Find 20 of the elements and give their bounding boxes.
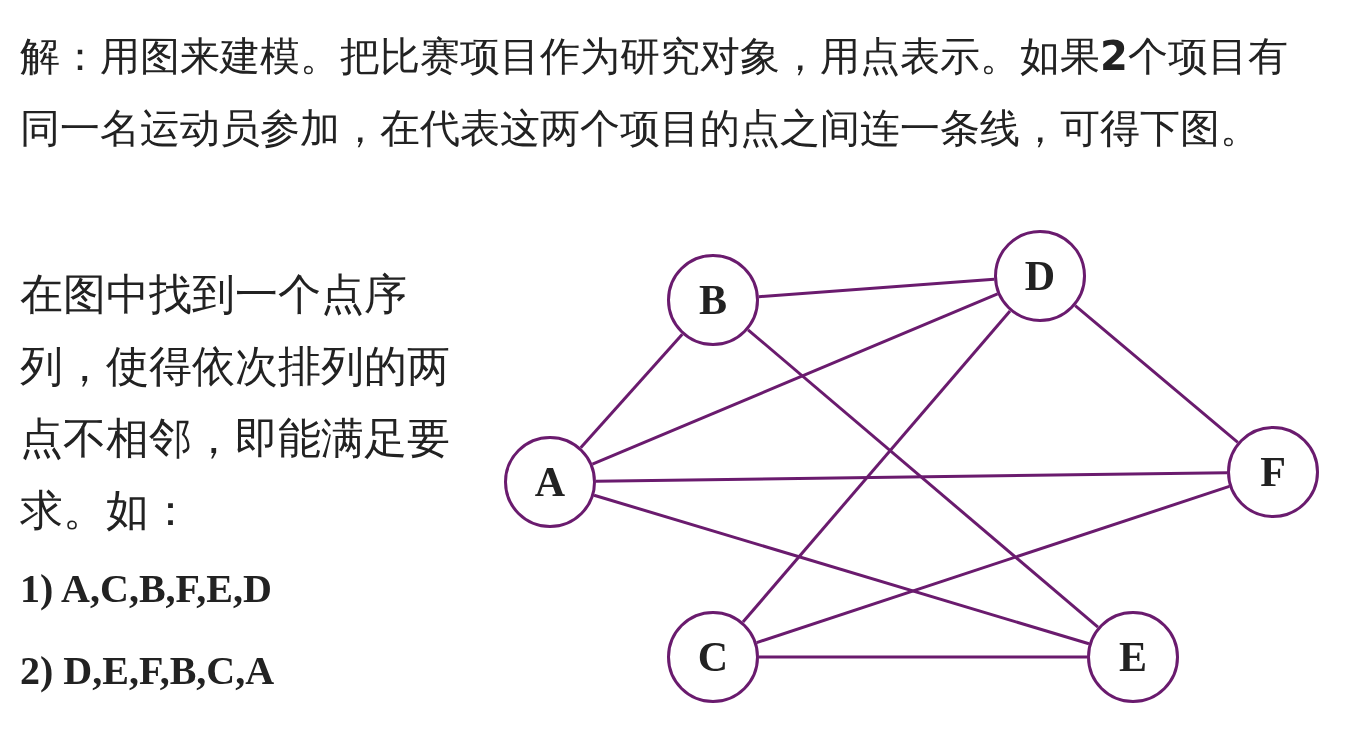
vertex-circle: E (1087, 611, 1179, 703)
intro-paragraph: 解：用图来建模。把比赛项目作为研究对象，用点表示。如果2个项目有同一名运动员参加，在代表这两个项目的点之间连一条线，可得下图。 (20, 32, 1289, 153)
connector-line (747, 328, 1099, 629)
sequence-text: 1) A,C,B,F,E,D (20, 565, 273, 613)
connector-line (579, 333, 684, 449)
connector-line (741, 309, 1012, 624)
vertex-circle: B (667, 254, 759, 346)
explanation-paragraph: 在图中找到一个点序列，使得依次排列的两点不相邻，即能满足要求。如： (20, 268, 451, 537)
connector-line (1074, 304, 1239, 444)
vertex-circle: C (667, 611, 759, 703)
sequence-text: 2) D,E,F,B,C,A (20, 647, 276, 695)
vertex-circle: F (1227, 426, 1319, 518)
connector-line (593, 493, 1090, 646)
vertex-circle: D (994, 230, 1086, 322)
vertex-circle: A (504, 436, 596, 528)
connector-line (595, 471, 1228, 483)
connector-line (758, 277, 995, 299)
connector-line (591, 292, 999, 466)
connector-line (756, 485, 1230, 644)
connector-line (759, 655, 1087, 659)
